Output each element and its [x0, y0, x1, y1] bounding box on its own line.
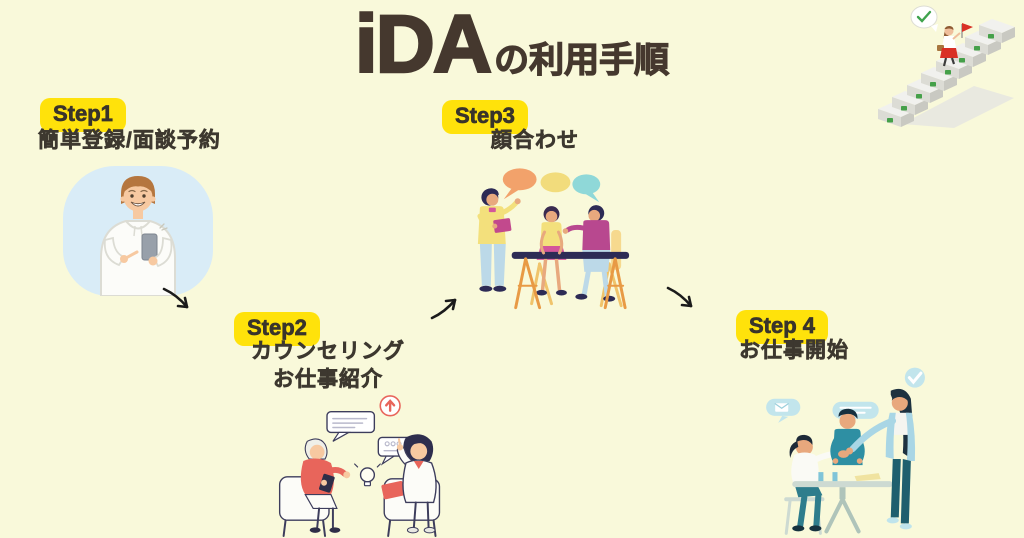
- up-arrow-badge-icon: [379, 395, 401, 417]
- step2-badge: Step2: [234, 312, 320, 346]
- handshake-hands-icon: [837, 450, 850, 458]
- page-title: iDA の利用手順: [0, 0, 1024, 90]
- step4-badge: Step 4: [736, 310, 829, 344]
- staircase-icon: [878, 19, 1015, 128]
- check-bubble-icon: [904, 367, 925, 388]
- speech-bubbles-icon: [502, 168, 601, 203]
- step3-label: 顔合わせ: [491, 129, 579, 152]
- red-folder-icon: [381, 481, 405, 500]
- speech-bubble-mail-icon: [766, 398, 801, 423]
- standing-woman-right-icon: [837, 388, 916, 530]
- standing-man-icon: [477, 188, 521, 292]
- man-with-smartphone-icon: [100, 176, 176, 296]
- cafe-table-icon: [792, 472, 893, 534]
- step4-illustration: [742, 364, 938, 538]
- handshake-scene-icon: [766, 367, 925, 535]
- arrow-step3-to-step4-icon: [666, 286, 693, 308]
- step1-label: 簡単登録/面談予約: [38, 129, 221, 152]
- arrow-step2-to-step3-icon: [430, 298, 457, 320]
- step1-illustration: [63, 166, 213, 296]
- step4-label: お仕事開始: [739, 339, 849, 362]
- goal-check-bubble-icon: [910, 5, 938, 32]
- stairs-climb-illustration: [876, 2, 1016, 128]
- seated-woman-icon: [536, 206, 567, 296]
- meeting-scene-icon: [477, 168, 630, 310]
- counselor-right-icon: [381, 434, 441, 538]
- laptop-icon: [493, 218, 512, 233]
- step3-illustration: [460, 164, 644, 316]
- counselor-left-icon: [278, 438, 351, 538]
- step3-badge: Step3: [442, 100, 528, 134]
- lightbulb-icon: [354, 463, 381, 487]
- counseling-scene-icon: [278, 395, 441, 538]
- step2-label-line2: お仕事紹介: [273, 368, 383, 391]
- brand-logo-text: iDA: [354, 0, 494, 90]
- title-suffix: の利用手順: [493, 40, 670, 80]
- meeting-table-icon: [511, 251, 630, 310]
- arrow-step1-to-step2-icon: [162, 287, 189, 309]
- step2-illustration: [265, 392, 463, 538]
- step1-badge: Step1: [40, 98, 126, 132]
- seated-woman-left-icon: [784, 434, 843, 535]
- smartphone-icon: [141, 223, 168, 261]
- step2-label-line1: カウンセリング: [251, 340, 405, 363]
- speech-bubble-left-icon: [326, 411, 376, 442]
- climbing-woman-icon: [937, 23, 973, 67]
